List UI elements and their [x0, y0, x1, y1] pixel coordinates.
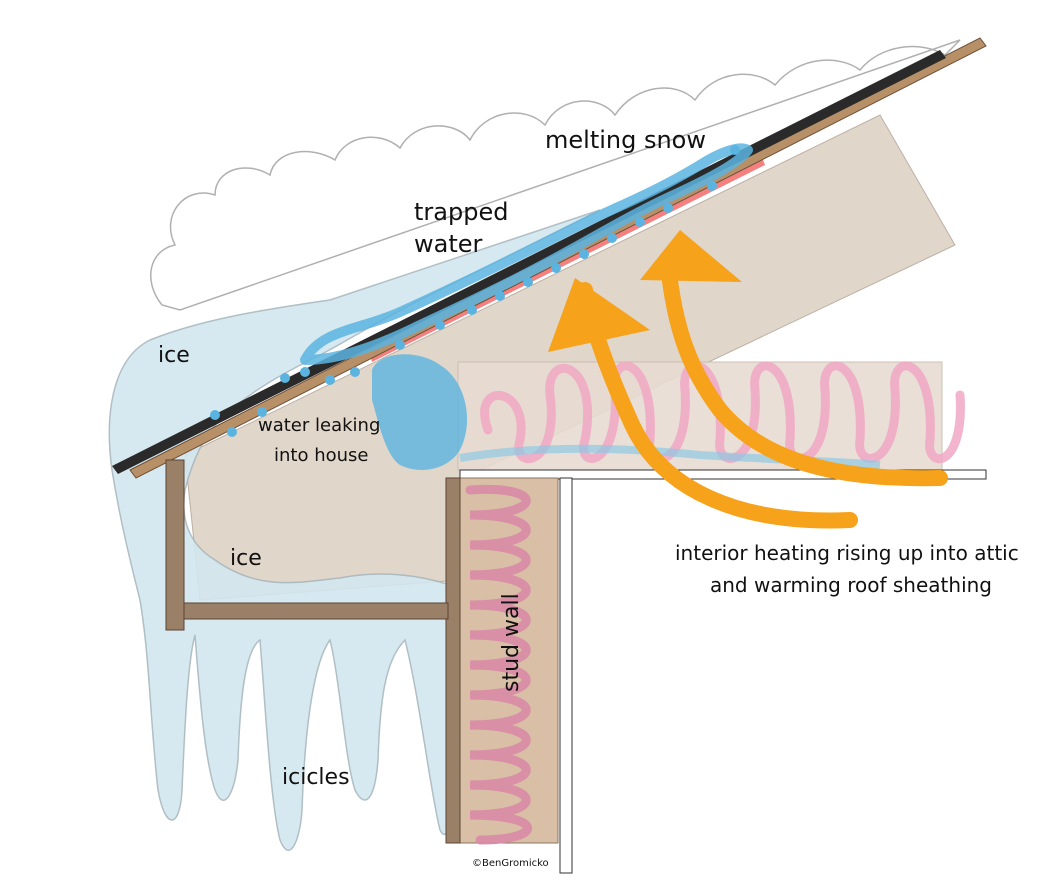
trapped-water-label-2: water — [414, 230, 483, 258]
ice-mass — [108, 209, 601, 851]
ceiling-board — [459, 469, 987, 480]
water-droplets — [210, 145, 740, 437]
water-leaking-label-2: into house — [274, 445, 368, 466]
interior-heating-label-1: interior heating rising up into attic — [675, 541, 1019, 565]
interior-drywall — [559, 477, 573, 874]
snow-layer — [149, 39, 961, 311]
water-leaking-label-1: water leaking — [258, 415, 380, 436]
copyright-label: ©BenGromicko — [472, 858, 549, 869]
icicles-label: icicles — [282, 765, 350, 790]
ice-label-upper: ice — [158, 343, 190, 368]
heat-arrowheads — [548, 230, 742, 352]
ceiling-insulation — [480, 361, 965, 464]
wall-insulation — [465, 484, 532, 845]
fascia-board — [165, 459, 185, 631]
melting-snow-label: melting snow — [545, 126, 706, 154]
ceiling-water — [459, 444, 881, 469]
trapped-water-label-1: trapped — [414, 198, 508, 226]
interior-heating-label-2: and warming roof sheathing — [710, 573, 992, 597]
ice-label-lower: ice — [230, 546, 262, 571]
soffit-board — [183, 602, 449, 620]
trapped-water — [300, 143, 753, 365]
leaking-water — [372, 354, 468, 470]
wall-post — [445, 477, 461, 844]
stud-wall-label: stud wall — [499, 593, 524, 692]
